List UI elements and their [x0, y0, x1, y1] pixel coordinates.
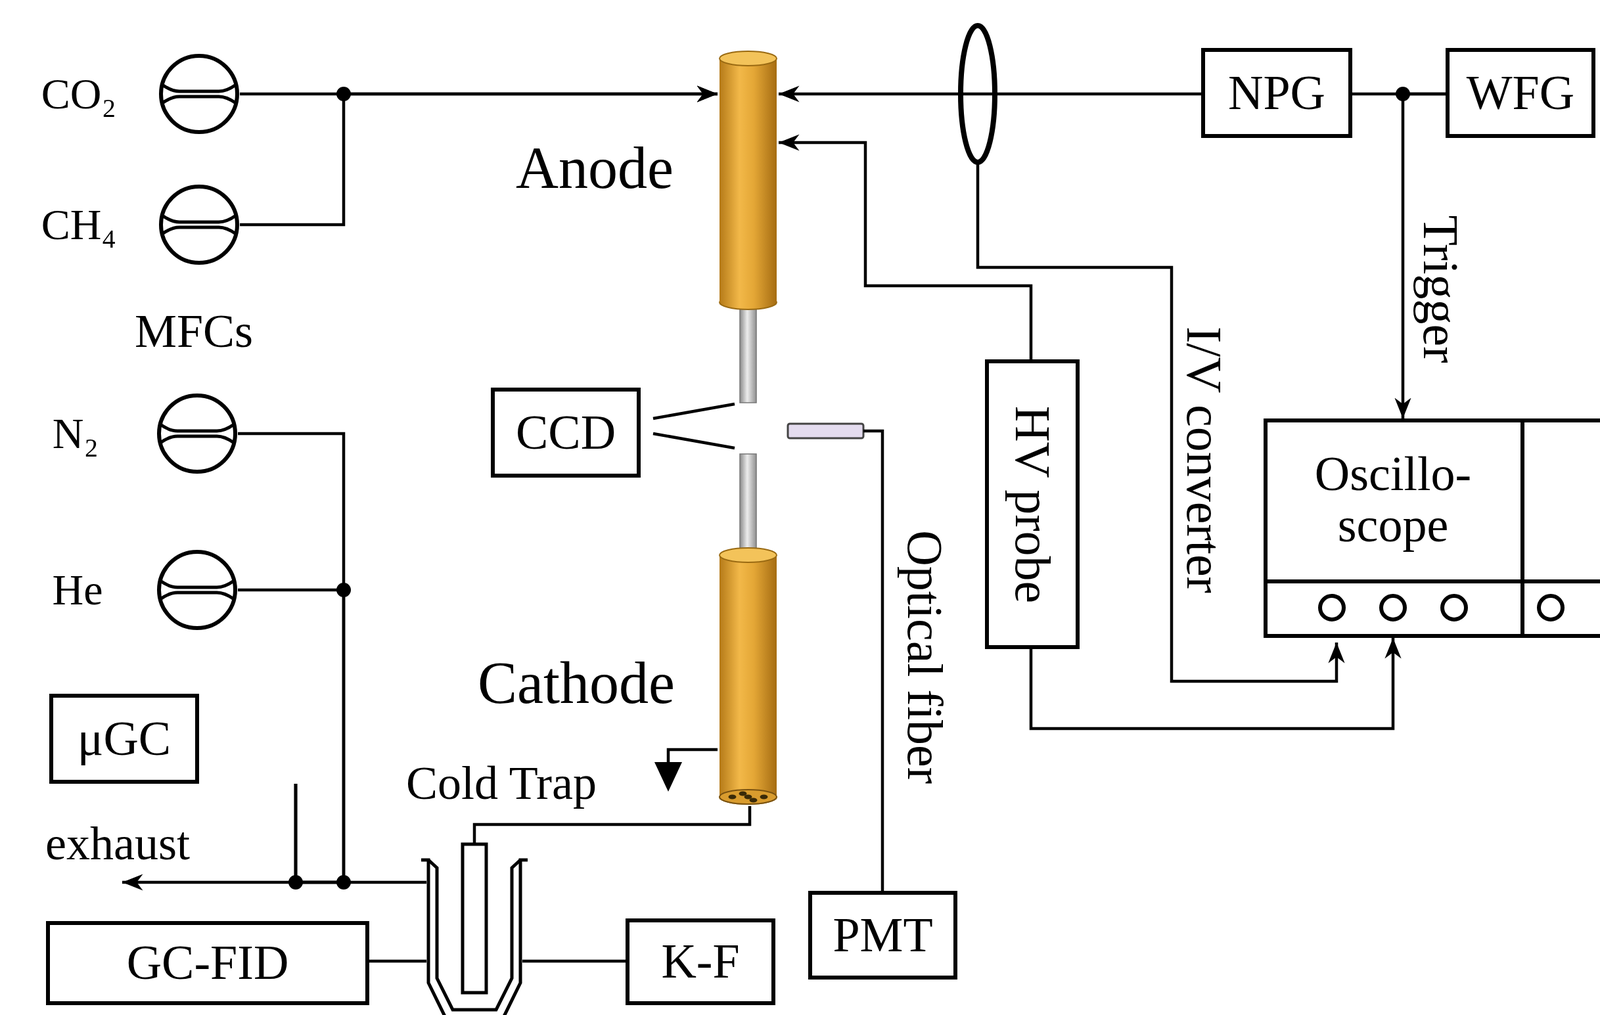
cold-trap-vessel: Cold Trap [426, 854, 523, 1015]
node-label: CH₄ [41, 201, 117, 248]
input-panel-line [1265, 579, 1600, 584]
signal-label: Optical fiber [898, 530, 951, 784]
node-label: He [52, 567, 104, 613]
fiber-probe [787, 423, 864, 439]
gas-outlet-hole [760, 795, 769, 800]
connector [237, 590, 344, 883]
flow-restrictor [162, 84, 236, 92]
mass-flow-controller: He [156, 549, 238, 631]
mfc-circle [159, 551, 236, 629]
cylinder-top [719, 51, 777, 66]
node-label: PMT [832, 910, 933, 962]
gas-outlet-hole [744, 795, 753, 800]
node-label: Cathode [477, 652, 675, 715]
cylinder-body [719, 555, 777, 798]
flow-restrictor [162, 227, 236, 234]
oscilloscope-body [1265, 420, 1600, 637]
connector-label: Trigger [1414, 214, 1467, 363]
cold-trap-pointer [668, 749, 718, 763]
mfc-circle [160, 186, 238, 263]
input-connector [1320, 595, 1344, 620]
connector [778, 92, 1202, 96]
hv-probe-box: HV probe [984, 359, 1080, 650]
node-label: HV probe [1005, 405, 1059, 603]
anode-electrode: Anode [717, 49, 779, 312]
karl-fischer-box: K-F [625, 918, 776, 1006]
pulse-generator-box: NPG [1201, 47, 1353, 138]
cylinder-face [719, 789, 777, 805]
node-label: K-F [661, 936, 740, 988]
node-label: Cold Trap [406, 758, 597, 809]
mfc-outline [158, 183, 240, 266]
mfc-circle [159, 395, 236, 472]
flow-restrictor [160, 424, 234, 432]
cyl-outline [717, 49, 779, 312]
waveform-generator-box: WFG [1445, 47, 1596, 138]
connector [239, 93, 718, 225]
ccd-view-line [653, 433, 735, 449]
cathode-rod [739, 454, 757, 549]
node-label: NPG [1228, 67, 1326, 119]
node-label: WFG [1466, 67, 1575, 119]
dewar-outline [426, 854, 523, 1015]
node-label: CCD [515, 407, 616, 459]
node-label: Oscillo- scope [1284, 448, 1502, 551]
mass-flow-controller: N₂ [156, 392, 238, 475]
exhaust-label: exhaust [45, 819, 190, 870]
cyl-outline [717, 546, 779, 807]
cold-trap-triangle [654, 762, 683, 792]
cathode-electrode: Cathode [717, 546, 779, 807]
pmt-box: PMT [808, 891, 958, 980]
cylinder-body [719, 58, 777, 303]
connector [1030, 638, 1394, 729]
flow-restrictor [160, 592, 234, 600]
flow-restrictor [160, 580, 234, 588]
connector [369, 960, 427, 964]
input-connector [1381, 595, 1405, 620]
input-connector [1442, 595, 1466, 620]
optical-fiber-line [863, 431, 883, 892]
signal-label: I/V converter [1177, 326, 1231, 594]
node-label: CO₂ [41, 70, 117, 117]
anode-rod [739, 308, 757, 403]
group-label: MFCs [134, 306, 253, 357]
micro-gc-box: μGC [49, 693, 200, 784]
gas-outlet-hole [728, 795, 737, 800]
cylinder-top [719, 548, 777, 563]
connector [778, 142, 1031, 360]
flow-restrictor [162, 96, 236, 104]
mass-flow-controller: CO₂ [158, 53, 240, 135]
ccd-view-line [653, 404, 735, 419]
mfc-outline [156, 392, 238, 475]
sample-tube [462, 844, 487, 993]
node-label: Anode [515, 137, 674, 200]
mfc-outline [156, 549, 238, 631]
mfc-circle [160, 55, 238, 133]
flow-restrictor [162, 215, 236, 223]
connector [237, 433, 344, 883]
connector [474, 806, 750, 855]
input-connector [1538, 595, 1563, 620]
ccd-camera-box: CCD [490, 387, 641, 478]
node-label: GC-FID [126, 937, 290, 989]
node-label: N₂ [52, 410, 100, 457]
cylinder-bottom [719, 789, 777, 805]
panel-divider [1520, 420, 1525, 637]
gc-fid-box: GC-FID [45, 921, 370, 1006]
node-label: μGC [77, 713, 171, 765]
flow-restrictor [160, 436, 234, 443]
connector [522, 960, 626, 964]
mass-flow-controller: CH₄ [158, 183, 240, 266]
current-monitor-loop [960, 25, 995, 163]
oscilloscope: Oscillo- scope [1263, 418, 1600, 639]
mfc-outline [158, 53, 240, 135]
exhaust-line [122, 881, 296, 885]
